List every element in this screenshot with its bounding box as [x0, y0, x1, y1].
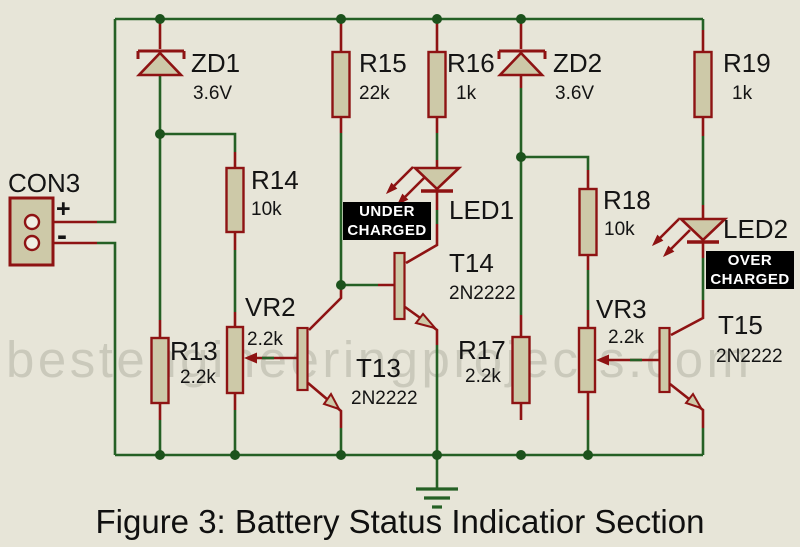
r19-value-label: 1k [732, 83, 753, 104]
r14-body [225, 166, 245, 234]
vr2-pot-symbol [225, 325, 257, 395]
r19-body [693, 50, 713, 119]
t13-emitter-arrow [322, 392, 342, 411]
over-charged-tag: OVER CHARGED [706, 251, 794, 289]
zd2-value-label: 3.6V [555, 83, 595, 104]
t13-transistor-symbol [296, 326, 342, 411]
t15-ref-label: T15 [718, 310, 763, 340]
zd2-ref-label: ZD2 [553, 48, 603, 78]
vr2-ref-label: VR2 [245, 292, 296, 322]
con3-plus-label: + [56, 195, 71, 223]
con3-ref-label: CON3 [8, 168, 81, 198]
con3-connector-symbol [8, 196, 55, 267]
t15-transistor-symbol [658, 326, 704, 410]
zd2-zener-symbol [496, 49, 547, 77]
wire-green-overlays [262, 356, 642, 362]
r16-value-label: 1k [456, 83, 477, 104]
under-charged-line2: CHARGED [347, 221, 427, 239]
t14-transistor-symbol [393, 251, 438, 330]
con3-minus-label: - [57, 219, 67, 252]
r18-body [578, 187, 598, 257]
under-charged-tag: UNDER CHARGED [343, 202, 431, 240]
r19-ref-label: R19 [723, 48, 771, 78]
over-charged-line2: CHARGED [710, 270, 790, 288]
led1-symbol [385, 166, 463, 206]
t15-value-label: 2N2222 [716, 346, 783, 367]
t14-emitter-arrow [414, 312, 438, 330]
r13-value-label: 2.2k [180, 367, 216, 388]
vr3-wiper-arrow [596, 354, 609, 366]
r15-ref-label: R15 [359, 48, 407, 78]
wire-net-green [97, 17, 705, 457]
zd1-value-label: 3.6V [193, 83, 233, 104]
vr2-value-label: 2.2k [247, 329, 283, 350]
r13-ref-label: R13 [170, 336, 218, 366]
r16-body [427, 50, 447, 119]
r15-value-label: 22k [359, 83, 390, 104]
r14-value-label: 10k [251, 199, 282, 220]
vr3-ref-label: VR3 [596, 294, 647, 324]
t13-value-label: 2N2222 [351, 388, 418, 409]
r15-body [331, 50, 351, 119]
vr3-pot-symbol [577, 326, 609, 394]
t13-ref-label: T13 [356, 353, 401, 383]
r18-value-label: 10k [604, 219, 635, 240]
led2-symbol [651, 217, 729, 258]
resistor-bodies [150, 50, 713, 405]
zd1-ref-label: ZD1 [191, 48, 241, 78]
r17-body [511, 335, 531, 405]
vr3-value-label: 2.2k [608, 327, 644, 348]
t14-value-label: 2N2222 [449, 283, 516, 304]
r17-value-label: 2.2k [465, 366, 501, 387]
r13-body [150, 336, 170, 405]
under-charged-line1: UNDER [359, 202, 415, 220]
r14-ref-label: R14 [251, 165, 299, 195]
vr2-wiper-arrow [244, 352, 257, 364]
figure-caption: Figure 3: Battery Status Indicatior Sect… [95, 503, 705, 540]
r18-ref-label: R18 [603, 185, 651, 215]
led2-ref-label: LED2 [723, 214, 789, 244]
led1-ref-label: LED1 [449, 195, 515, 225]
zd1-zener-symbol [135, 49, 186, 77]
t14-ref-label: T14 [449, 248, 494, 278]
over-charged-line1: OVER [727, 251, 773, 269]
junction-dots [155, 14, 593, 460]
r16-ref-label: R16 [447, 48, 495, 78]
ground-symbol [416, 455, 458, 509]
r17-ref-label: R17 [458, 335, 506, 365]
t15-emitter-arrow [684, 392, 704, 410]
